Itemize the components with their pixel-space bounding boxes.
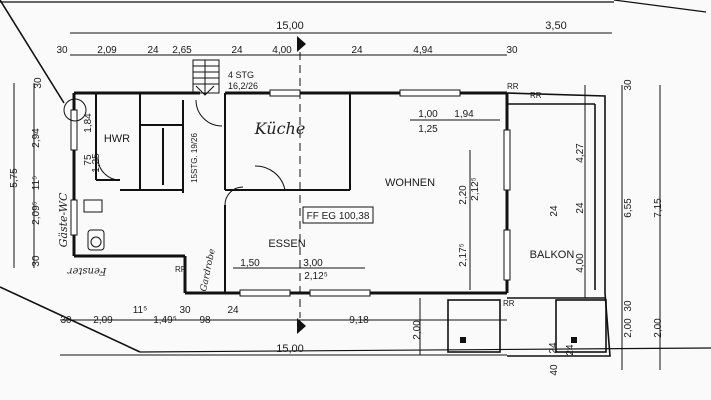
dim-right-d10: 40	[549, 364, 560, 376]
dim-right-d4: 6,55	[623, 198, 634, 218]
label-rr: RR	[530, 91, 542, 100]
door-swings	[97, 99, 286, 206]
windows	[70, 89, 511, 297]
dims-left: 30 1,84 2,94 75 1,25 11⁵ 5,75 2,09⁵ 30	[9, 77, 102, 267]
dim-top-d9: 30	[506, 45, 518, 56]
label-rr: RR	[507, 82, 519, 91]
dim-bottom-d5: 30	[179, 305, 191, 316]
room-label-essen: ESSEN	[268, 238, 305, 250]
dim-bottom-d1: 30	[60, 315, 72, 326]
dim-right-d1: 30	[623, 79, 634, 91]
dim-top-d8: 4,94	[413, 45, 433, 56]
dim-inner-h3: 2,17⁵	[458, 243, 469, 267]
dim-top-d1: 30	[56, 45, 68, 56]
dim-right-d2: 4,27	[575, 143, 586, 163]
dim-inner-w3: 1,25	[418, 124, 438, 135]
dim-inner-w2: 1,94	[454, 109, 474, 120]
dim-bottom-d6: 98	[199, 315, 211, 326]
dim-right-d6: 4,00	[575, 253, 586, 273]
dim-top-d5: 24	[231, 45, 243, 56]
dims-top: 15,00 3,50 30 2,09 24 2,65 24 4,00 24 4,…	[56, 20, 566, 56]
dim-left-d8: 2,09⁵	[31, 201, 42, 225]
dim-bottom-overall: 15,00	[276, 343, 304, 355]
room-label-gaeste-wc: Gäste-WC	[57, 192, 70, 247]
section-marker	[297, 36, 306, 334]
room-labels: Küche WOHNEN ESSEN HWR BALKON Gäste-WC	[57, 119, 574, 261]
dim-left-d7: 5,75	[9, 168, 20, 188]
dim-top-balcony: 3,50	[545, 20, 566, 32]
dim-left-d3: 2,94	[31, 128, 42, 148]
dim-right-d3: 24	[575, 202, 586, 214]
column-marker	[460, 337, 466, 343]
dim-right-d7: 30	[623, 300, 634, 312]
dimension-lines	[13, 32, 661, 370]
room-label-balkon: BALKON	[530, 249, 575, 261]
label-stg-top-2: 16,2/26	[228, 81, 258, 91]
dim-inner-e4: 24	[549, 205, 560, 217]
dim-right-d8: 2,00	[623, 318, 634, 338]
dims-right: 30 4,27 24 6,55 7,15 4,00 30 2,00 2,00 4…	[549, 79, 664, 376]
label-stg-inner: 15STG. 19/26	[190, 133, 199, 183]
inner-walls	[95, 93, 351, 293]
dim-top-overall: 15,00	[276, 20, 304, 32]
dims-inner: 1,00 1,94 1,25 2,20 2,12⁵ 2,17⁵ 1,50 3,0…	[233, 109, 560, 290]
dim-bottom-d9: 2,00	[412, 320, 423, 340]
dim-inner-e2: 3,00	[303, 258, 323, 269]
room-label-kueche: Küche	[254, 119, 306, 138]
label-fenster: Fenster	[66, 265, 107, 276]
dim-top-d2: 2,09	[97, 45, 117, 56]
dim-left-d1: 30	[33, 77, 44, 89]
level-label: FF EG 100,38	[307, 211, 370, 222]
dim-bottom-d8: 9,18	[349, 315, 369, 326]
annotations: Fenster Gardrobe 4 STG 16,2/26 15STG. 19…	[66, 70, 541, 308]
label-rr: RR	[503, 299, 515, 308]
dim-bottom-d2: 2,09	[93, 315, 113, 326]
dim-top-d7: 24	[351, 45, 363, 56]
dim-left-d2: 1,84	[83, 113, 94, 133]
column-marker	[571, 337, 577, 343]
label-stg-top-1: 4 STG	[228, 70, 254, 80]
dim-inner-e1: 1,50	[240, 258, 260, 269]
dim-bottom-d4: 1,49⁵	[153, 315, 177, 326]
label-rr: RR	[175, 265, 187, 274]
room-label-wohnen: WOHNEN	[385, 177, 435, 189]
staircase	[192, 59, 220, 96]
dim-left-d9: 30	[31, 255, 42, 267]
dim-left-d6: 11⁵	[31, 176, 42, 191]
dim-left-d4: 75	[83, 154, 94, 166]
wc-fixtures	[63, 98, 105, 251]
dims-bottom: 30 2,09 11⁵ 1,49⁵ 30 98 24 9,18 2,00 24 …	[60, 305, 559, 355]
dim-inner-h1: 2,20	[458, 185, 469, 205]
dim-right-d9: 2,00	[653, 318, 664, 338]
level-box	[302, 206, 374, 224]
dim-inner-e3: 2,12⁵	[304, 271, 328, 282]
dim-bottom-d10: 24	[548, 342, 559, 354]
dim-top-d3: 24	[147, 45, 159, 56]
dim-inner-w1: 1,00	[418, 109, 438, 120]
dim-top-d4: 2,65	[172, 45, 192, 56]
dim-inner-h2: 2,12⁵	[470, 177, 481, 201]
dim-bottom-d7: 24	[227, 305, 239, 316]
balcony-outline	[447, 92, 611, 357]
dim-left-d5: 1,25	[91, 153, 102, 173]
dim-right-d5: 7,15	[653, 198, 664, 218]
dim-top-d6: 4,00	[272, 45, 292, 56]
room-label-hwr: HWR	[104, 133, 130, 145]
dim-right-d11: 24	[565, 344, 576, 356]
dim-bottom-d3: 11⁵	[133, 305, 148, 316]
